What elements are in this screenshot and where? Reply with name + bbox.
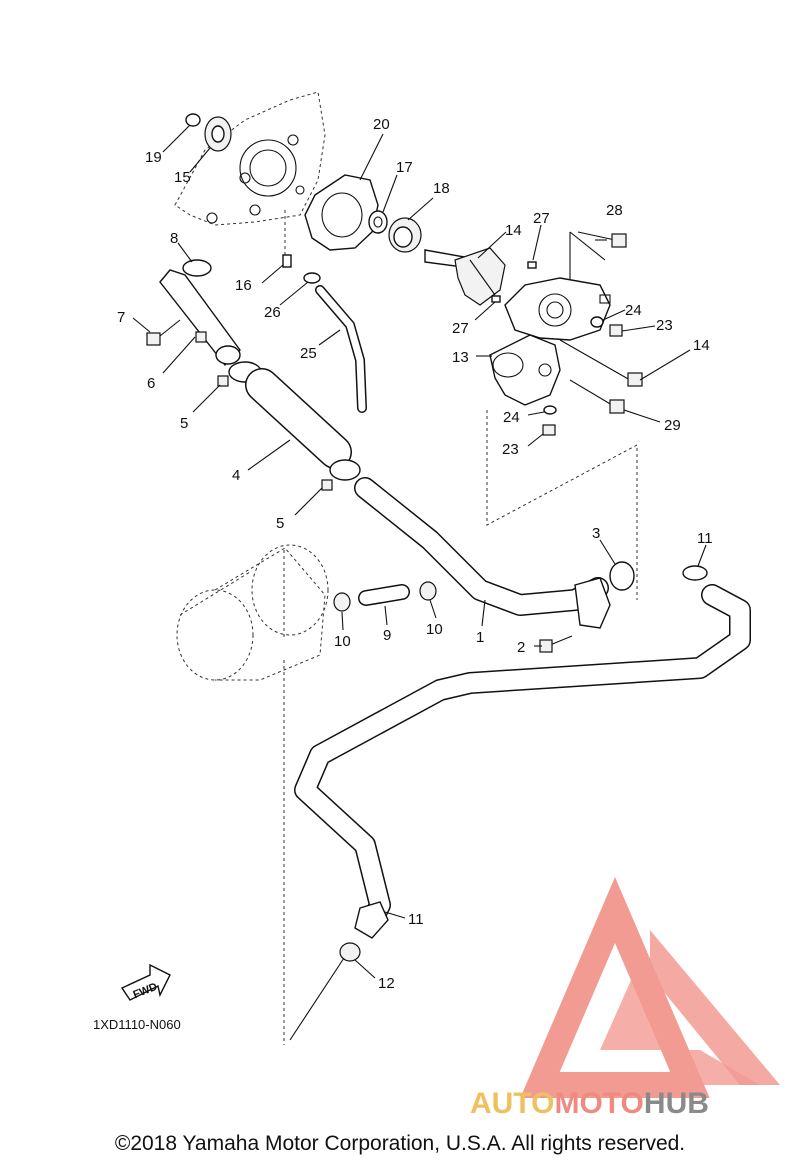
- hose-25: [315, 285, 367, 413]
- callout-28: 28: [606, 202, 623, 219]
- callout-19: 17: [396, 159, 413, 176]
- dowel-pin-27a: [527, 261, 537, 269]
- bolt-7: [146, 319, 181, 346]
- callout-14: 14: [505, 222, 522, 239]
- callout-27a: 27: [533, 210, 550, 227]
- watermark-part-2: MOTO: [554, 1087, 643, 1120]
- callout-27b: 27: [452, 320, 469, 337]
- callout-10b: 10: [426, 621, 443, 638]
- fwd-arrow-icon: FWD: [120, 963, 171, 1001]
- callout-20: 18: [433, 180, 450, 197]
- bolt-23a: [609, 324, 623, 337]
- callout-22: 20: [373, 116, 390, 133]
- watermark-logo-icon: [520, 876, 780, 1098]
- pin-18: [282, 254, 292, 268]
- callout-8: 8: [170, 230, 178, 247]
- callout-4: 4: [232, 467, 240, 484]
- hose-9: [358, 584, 410, 606]
- callout-18: 16: [235, 277, 252, 294]
- callout-24a: 24: [625, 302, 642, 319]
- callout-3: 3: [592, 525, 600, 542]
- watermark-part-1: AUTO: [470, 1087, 554, 1120]
- callout-2: 2: [517, 639, 525, 656]
- callout-25: 25: [300, 345, 317, 362]
- washer-24b: [543, 405, 557, 415]
- callout-29: 29: [664, 417, 681, 434]
- bearing-17: [204, 116, 232, 152]
- circlip-21: [185, 113, 201, 127]
- bolt-2: [539, 635, 573, 653]
- callout-23b: 23: [502, 441, 519, 458]
- hose-4: [245, 368, 352, 469]
- washer-24a: [590, 316, 604, 328]
- clamp-12: [339, 942, 361, 962]
- clamp-5b: [321, 459, 361, 491]
- callout-23a: 23: [656, 317, 673, 334]
- callout-11: 11: [408, 911, 424, 928]
- callout-24b: 24: [503, 409, 520, 426]
- callout-10a: 10: [334, 633, 351, 650]
- callout-1: 1: [476, 629, 484, 646]
- bolt-29: [569, 379, 625, 414]
- callout-12: 12: [378, 975, 395, 992]
- engine-case-outline: [174, 91, 326, 226]
- dowel-pin-27b: [491, 295, 501, 303]
- watermark-text: AUTOMOTOHUB: [470, 1087, 709, 1120]
- impeller-shaft-14: [424, 247, 506, 306]
- callout-7: 7: [117, 309, 125, 326]
- fitting-6: [159, 269, 241, 367]
- callout-26: 26: [264, 304, 281, 321]
- o-ring-8: [182, 259, 212, 277]
- callout-9: 9: [383, 627, 391, 644]
- callout-17: 15: [174, 169, 191, 186]
- leader-lines: [132, 124, 707, 1041]
- diagram-code: 1XD1110-N060: [93, 1017, 181, 1032]
- washer-19: [368, 210, 388, 234]
- watermark-part-3: HUB: [644, 1087, 709, 1120]
- callout-15: 13: [452, 349, 469, 366]
- seal-20: [388, 217, 422, 253]
- bolt-28: [577, 231, 627, 248]
- callout-13: 11: [697, 530, 713, 547]
- callout-16: 14: [693, 337, 710, 354]
- water-pump-housing: [504, 231, 611, 341]
- water-pipe-1: [354, 477, 611, 629]
- callout-5a: 5: [180, 415, 188, 432]
- gasket-22: [304, 174, 379, 251]
- clamp-13: [682, 565, 708, 581]
- o-ring-3: [609, 561, 635, 591]
- bolt-16: [559, 339, 643, 387]
- bolt-23b: [542, 424, 556, 436]
- pump-cover-15: [489, 334, 561, 406]
- clamp-10a: [333, 592, 351, 612]
- clamp-26: [303, 272, 321, 284]
- clamp-10b: [419, 581, 437, 601]
- copyright-notice: ©2018 Yamaha Motor Corporation, U.S.A. A…: [115, 1132, 685, 1155]
- callout-5b: 5: [276, 515, 284, 532]
- callout-21: 19: [145, 149, 162, 166]
- hose-11: [294, 584, 751, 939]
- callout-6: 6: [147, 375, 155, 392]
- oil-filter: [176, 544, 329, 681]
